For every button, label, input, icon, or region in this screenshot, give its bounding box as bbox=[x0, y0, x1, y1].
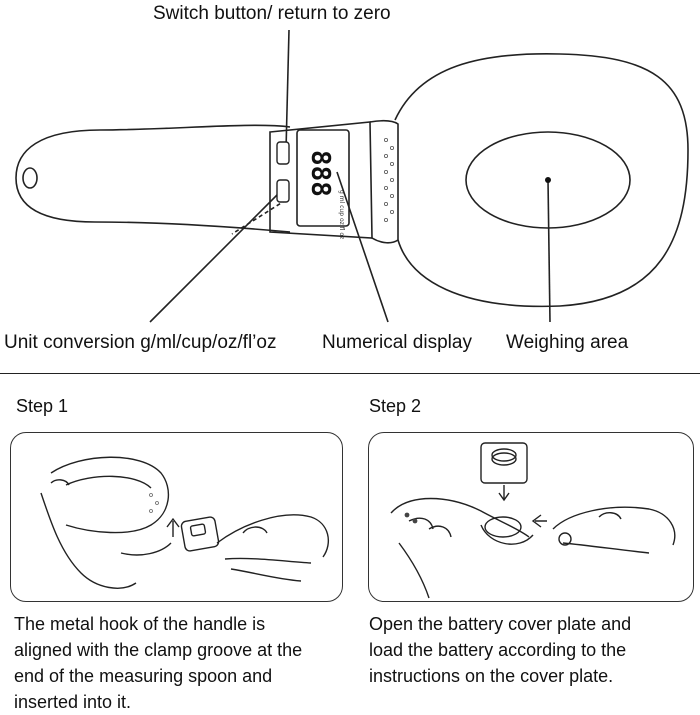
leader-unit bbox=[149, 185, 287, 323]
numerical-display-label: Numerical display bbox=[322, 332, 472, 353]
step-2-illustration bbox=[368, 432, 694, 602]
leader-weigh bbox=[547, 179, 551, 323]
section-divider bbox=[0, 373, 700, 374]
switch-button-label: Switch button/ return to zero bbox=[153, 3, 391, 24]
lcd-unit-text: g ml cup oz fl oz bbox=[338, 190, 345, 239]
step-1-drawing bbox=[40, 456, 330, 589]
step-1-line: inserted into it. bbox=[14, 692, 132, 712]
leader-switch bbox=[285, 29, 290, 151]
step-2-line: instructions on the cover plate. bbox=[369, 666, 614, 686]
lcd-digits: 888 bbox=[305, 150, 335, 197]
unit-conversion-label: Unit conversion g/ml/cup/oz/fl’oz bbox=[4, 332, 277, 353]
lcd-screen bbox=[296, 129, 350, 227]
leader-display bbox=[336, 171, 389, 323]
scale-spoon-diagram: 888 g ml cup oz fl oz bbox=[15, 29, 689, 323]
spoon-collar bbox=[369, 119, 399, 244]
collar-dots bbox=[383, 137, 394, 222]
step-1-illustration bbox=[10, 432, 343, 602]
step-2-description: Open the battery cover plate and load th… bbox=[369, 611, 631, 689]
step-2-line: Open the battery cover plate and bbox=[369, 614, 632, 634]
step-1-line: aligned with the clamp groove at the bbox=[14, 640, 303, 660]
step-2-line: load the battery according to the bbox=[369, 640, 627, 660]
step-1-line: The metal hook of the handle is bbox=[14, 614, 266, 634]
handle-hole bbox=[22, 167, 38, 189]
step-1-description: The metal hook of the handle is aligned … bbox=[14, 611, 302, 715]
step-1-title: Step 1 bbox=[16, 396, 69, 416]
step-2-drawing bbox=[390, 442, 676, 599]
weighing-area-label: Weighing area bbox=[506, 332, 629, 353]
leader-unit-dash bbox=[231, 199, 287, 235]
weighing-center-dot bbox=[545, 177, 551, 183]
step-2-title: Step 2 bbox=[369, 396, 422, 416]
unit-button bbox=[276, 179, 290, 203]
spoon-bowl bbox=[394, 53, 689, 308]
switch-button bbox=[276, 141, 290, 165]
spoon-handle bbox=[15, 124, 291, 233]
step-1-line: end of the measuring spoon and bbox=[14, 666, 273, 686]
